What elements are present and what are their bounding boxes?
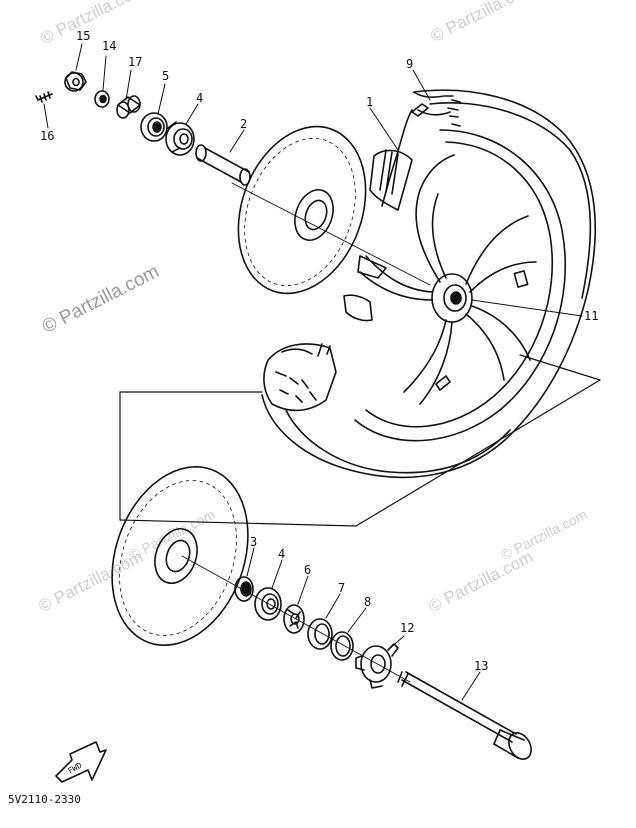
- part-14-washer[interactable]: [94, 90, 110, 108]
- part-13-wheel-axle[interactable]: [397, 671, 536, 763]
- callout-4-top: 4: [196, 91, 203, 105]
- part-15-nut[interactable]: [64, 71, 87, 92]
- callout-16: 16: [40, 129, 54, 143]
- callout-11: 11: [584, 309, 598, 323]
- part-3-oil-seal[interactable]: [234, 576, 254, 602]
- part-4-bearing-bottom[interactable]: [254, 587, 282, 621]
- callout-7: 7: [338, 581, 345, 595]
- callout-5: 5: [162, 69, 169, 83]
- callout-8: 8: [364, 595, 371, 609]
- callout-2: 2: [240, 117, 247, 131]
- callout-14: 14: [102, 39, 116, 53]
- callout-1: 1: [366, 95, 373, 109]
- callout-6: 6: [304, 563, 311, 577]
- part-8-oil-seal[interactable]: [330, 631, 354, 661]
- part-6-meter-clutch[interactable]: [283, 604, 305, 634]
- brake-disc-bottom[interactable]: [88, 448, 271, 665]
- callout-9: 9: [406, 57, 413, 71]
- diagram-code: 5V2110-2330: [8, 793, 81, 806]
- part-9-rim-band[interactable]: [411, 103, 429, 117]
- part-5-oil-seal[interactable]: [140, 112, 168, 142]
- part-7-washer[interactable]: [307, 618, 333, 650]
- callout-17: 17: [128, 55, 142, 69]
- callout-12: 12: [400, 621, 414, 635]
- part-17-collar[interactable]: [116, 95, 141, 119]
- part-11-cast-wheel[interactable]: [343, 129, 566, 442]
- brake-disc-top[interactable]: [216, 109, 388, 312]
- callout-3: 3: [250, 535, 257, 549]
- callout-13: 13: [474, 659, 488, 673]
- part-1-tire[interactable]: [261, 89, 597, 479]
- fwd-arrow-icon: [55, 741, 107, 783]
- leader-lines-top: [43, 43, 583, 317]
- axle-centerline: [231, 182, 431, 286]
- part-2-spacer[interactable]: [195, 144, 251, 186]
- part-12-speedometer-gear-unit[interactable]: [355, 643, 399, 689]
- part-4-bearing-top[interactable]: [165, 121, 195, 156]
- callout-4-bottom: 4: [278, 547, 285, 561]
- callout-numbers: 15 14 17 5 4 2 1 9 11 16 3 4 6 7 8 12 13…: [40, 29, 598, 776]
- assembly-frame: [119, 354, 601, 527]
- leader-lines-bottom: [246, 547, 481, 701]
- part-16-bolt[interactable]: [35, 91, 53, 103]
- callout-15: 15: [76, 29, 90, 43]
